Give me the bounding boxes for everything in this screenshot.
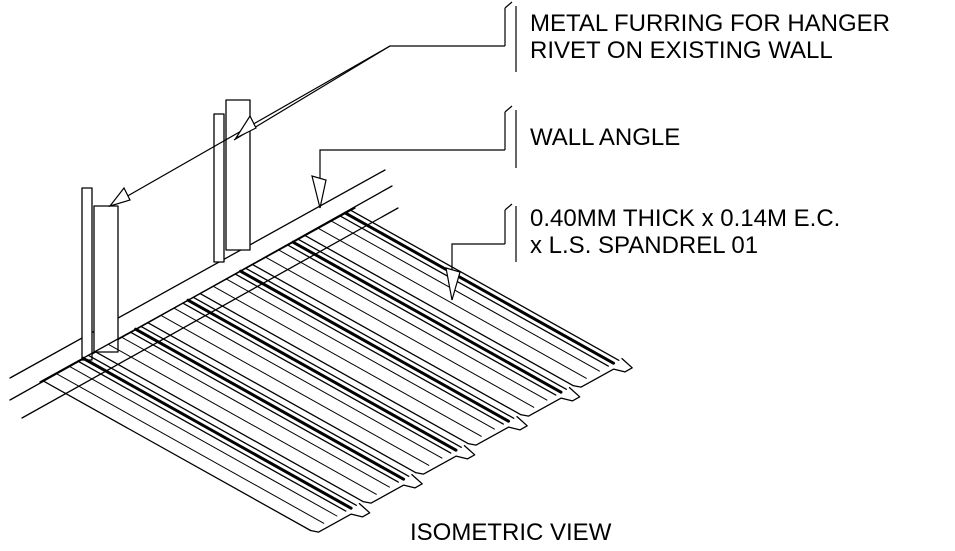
panel-line [317, 227, 587, 379]
label-furring-line1: METAL FURRING FOR HANGER [530, 10, 890, 37]
leader-arrow-furring-2 [234, 114, 257, 140]
panel-rib-edge [297, 238, 567, 390]
leader-arrow-spandrel [445, 267, 461, 301]
furring-stud-left-inner [93, 205, 119, 353]
panel-line [55, 372, 325, 524]
panel-line [120, 336, 390, 488]
panel-line [212, 285, 482, 437]
panel-rib-edge [192, 296, 462, 448]
panel-line [68, 365, 338, 517]
panel-end-profile [467, 415, 528, 446]
panel-edge [41, 379, 312, 532]
panel-line [225, 278, 495, 430]
furring-stud-right [213, 113, 225, 263]
panel-rib [291, 240, 563, 394]
panel-rib [186, 298, 458, 452]
panel-line [234, 273, 504, 425]
panel-line [265, 256, 535, 408]
panel-end-profile [572, 357, 633, 388]
panel-rib-edge [140, 325, 410, 477]
panel-line [339, 215, 609, 367]
panel-line [330, 220, 600, 372]
panel-rib-edge [245, 267, 515, 419]
label-wall-angle: WALL ANGLE [530, 124, 680, 151]
panel-edge [94, 350, 364, 503]
panel-line [182, 302, 452, 454]
panel-end-profile [519, 386, 581, 417]
label-spandrel-line1: 0.40MM THICK x 0.14M E.C. [530, 205, 840, 232]
panel-line [107, 343, 377, 495]
leader-arrow-furring-1 [108, 186, 131, 208]
panel-end-profile [414, 444, 476, 475]
panel-edge [146, 321, 417, 474]
leader-wall-angle [311, 105, 517, 209]
panel-rib-edge [350, 209, 620, 361]
label-spandrel-line2: x L.S. SPANDREL 01 [530, 232, 758, 259]
panels-back-edge [39, 207, 356, 383]
panel-edge [199, 292, 469, 445]
panel-line [77, 360, 347, 512]
panel-rib [81, 356, 353, 510]
leader-arrow-wall-angle [311, 175, 327, 209]
panel-line [160, 314, 430, 466]
leader-spandrel [445, 203, 517, 301]
panel-edge [251, 263, 522, 416]
leader-furring [108, 1, 517, 208]
panel-line [129, 331, 399, 483]
panel-rib [134, 327, 406, 481]
panel-line [173, 307, 443, 459]
label-furring-line2: RIVET ON EXISTING WALL [530, 37, 833, 64]
panel-rib [344, 211, 615, 365]
spandrel-panels [39, 207, 633, 533]
panel-edge [304, 234, 574, 387]
panel-rib [239, 269, 510, 423]
panel-end-profile [362, 473, 423, 504]
panel-rib-edge [87, 354, 357, 506]
panel-line [278, 249, 548, 401]
panel-end-profile [309, 502, 371, 533]
furring-stud-left [81, 187, 93, 361]
view-title: ISOMETRIC VIEW [410, 519, 612, 546]
panel-line [287, 244, 557, 396]
